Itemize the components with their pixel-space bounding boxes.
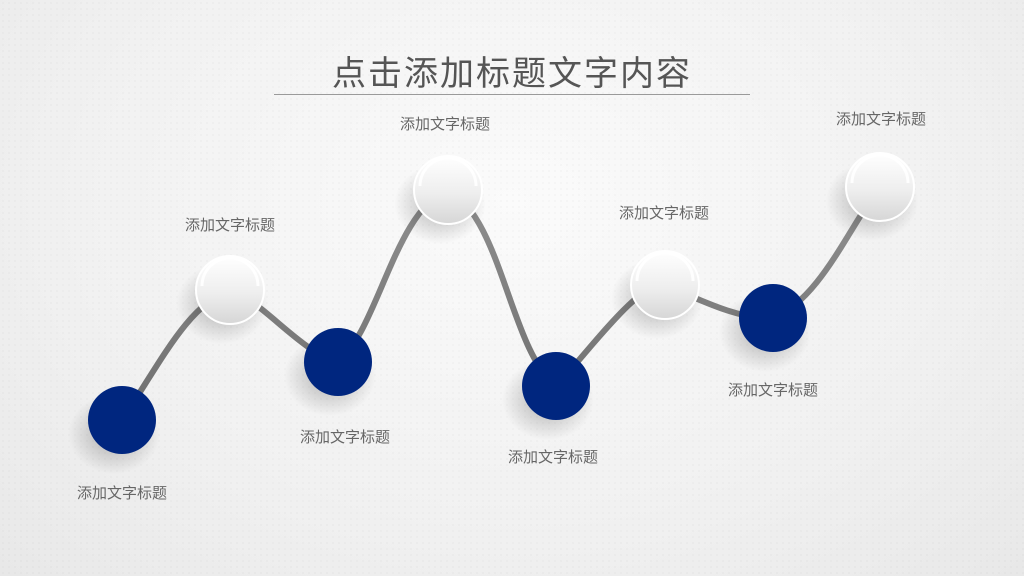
step-label-6[interactable]: 添加文字标题 bbox=[618, 204, 710, 222]
step-label-8[interactable]: 添加文字标题 bbox=[835, 110, 927, 128]
step-label-3[interactable]: 添加文字标题 bbox=[299, 428, 391, 446]
node-highlight bbox=[200, 256, 260, 287]
node-circle-dark bbox=[522, 352, 590, 420]
title-underline bbox=[274, 94, 750, 95]
step-node-8[interactable] bbox=[826, 152, 918, 241]
step-label-5[interactable]: 添加文字标题 bbox=[507, 448, 599, 466]
step-node-5[interactable] bbox=[502, 352, 594, 440]
step-label-2[interactable]: 添加文字标题 bbox=[184, 216, 276, 234]
node-circle-dark bbox=[88, 386, 156, 454]
step-label-4[interactable]: 添加文字标题 bbox=[399, 115, 491, 133]
node-circle-light bbox=[195, 255, 265, 325]
node-highlight bbox=[418, 156, 478, 187]
node-circle-light bbox=[630, 250, 700, 320]
step-node-2[interactable] bbox=[176, 255, 268, 344]
step-node-4[interactable] bbox=[394, 155, 486, 244]
node-highlight bbox=[850, 153, 910, 184]
node-highlight bbox=[635, 251, 695, 282]
step-node-7[interactable] bbox=[719, 284, 811, 372]
node-circle-dark bbox=[739, 284, 807, 352]
step-node-6[interactable] bbox=[611, 250, 703, 339]
step-node-3[interactable] bbox=[284, 328, 376, 416]
node-circle-dark bbox=[304, 328, 372, 396]
step-label-1[interactable]: 添加文字标题 bbox=[76, 484, 168, 502]
node-circle-light bbox=[413, 155, 483, 225]
slide-title[interactable]: 点击添加标题文字内容 bbox=[332, 54, 692, 94]
node-circle-light bbox=[845, 152, 915, 222]
step-label-7[interactable]: 添加文字标题 bbox=[727, 381, 819, 399]
step-node-1[interactable] bbox=[68, 386, 160, 474]
